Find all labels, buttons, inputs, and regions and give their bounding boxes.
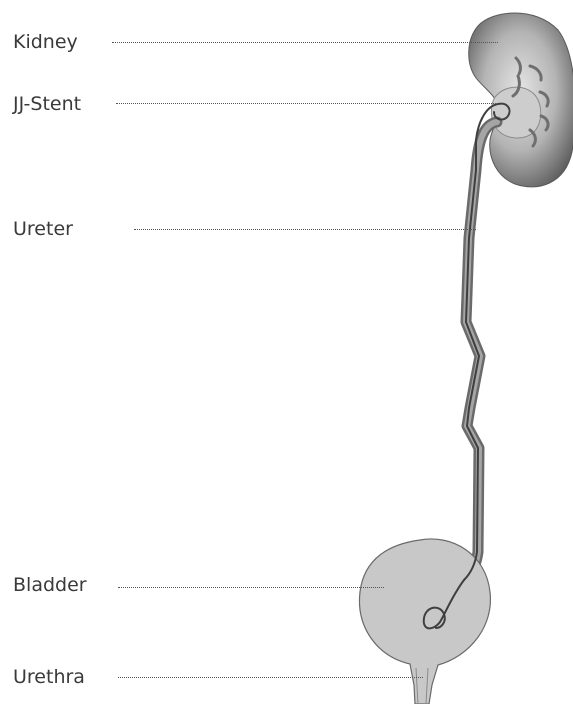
ureter-label: Ureter — [13, 218, 73, 240]
bladder-label: Bladder — [13, 574, 87, 596]
kidney-label: Kidney — [13, 31, 78, 53]
urethra-leader-line — [118, 677, 423, 678]
ureter-leader-line — [134, 229, 476, 230]
bladder-leader-line — [118, 587, 384, 588]
ureter-tube — [466, 122, 497, 578]
urethra-label: Urethra — [13, 666, 85, 688]
stent-label: JJ-Stent — [13, 93, 81, 115]
kidney-leader-line — [112, 42, 498, 43]
stent-leader-line — [116, 103, 496, 104]
bladder-shape — [359, 539, 490, 704]
